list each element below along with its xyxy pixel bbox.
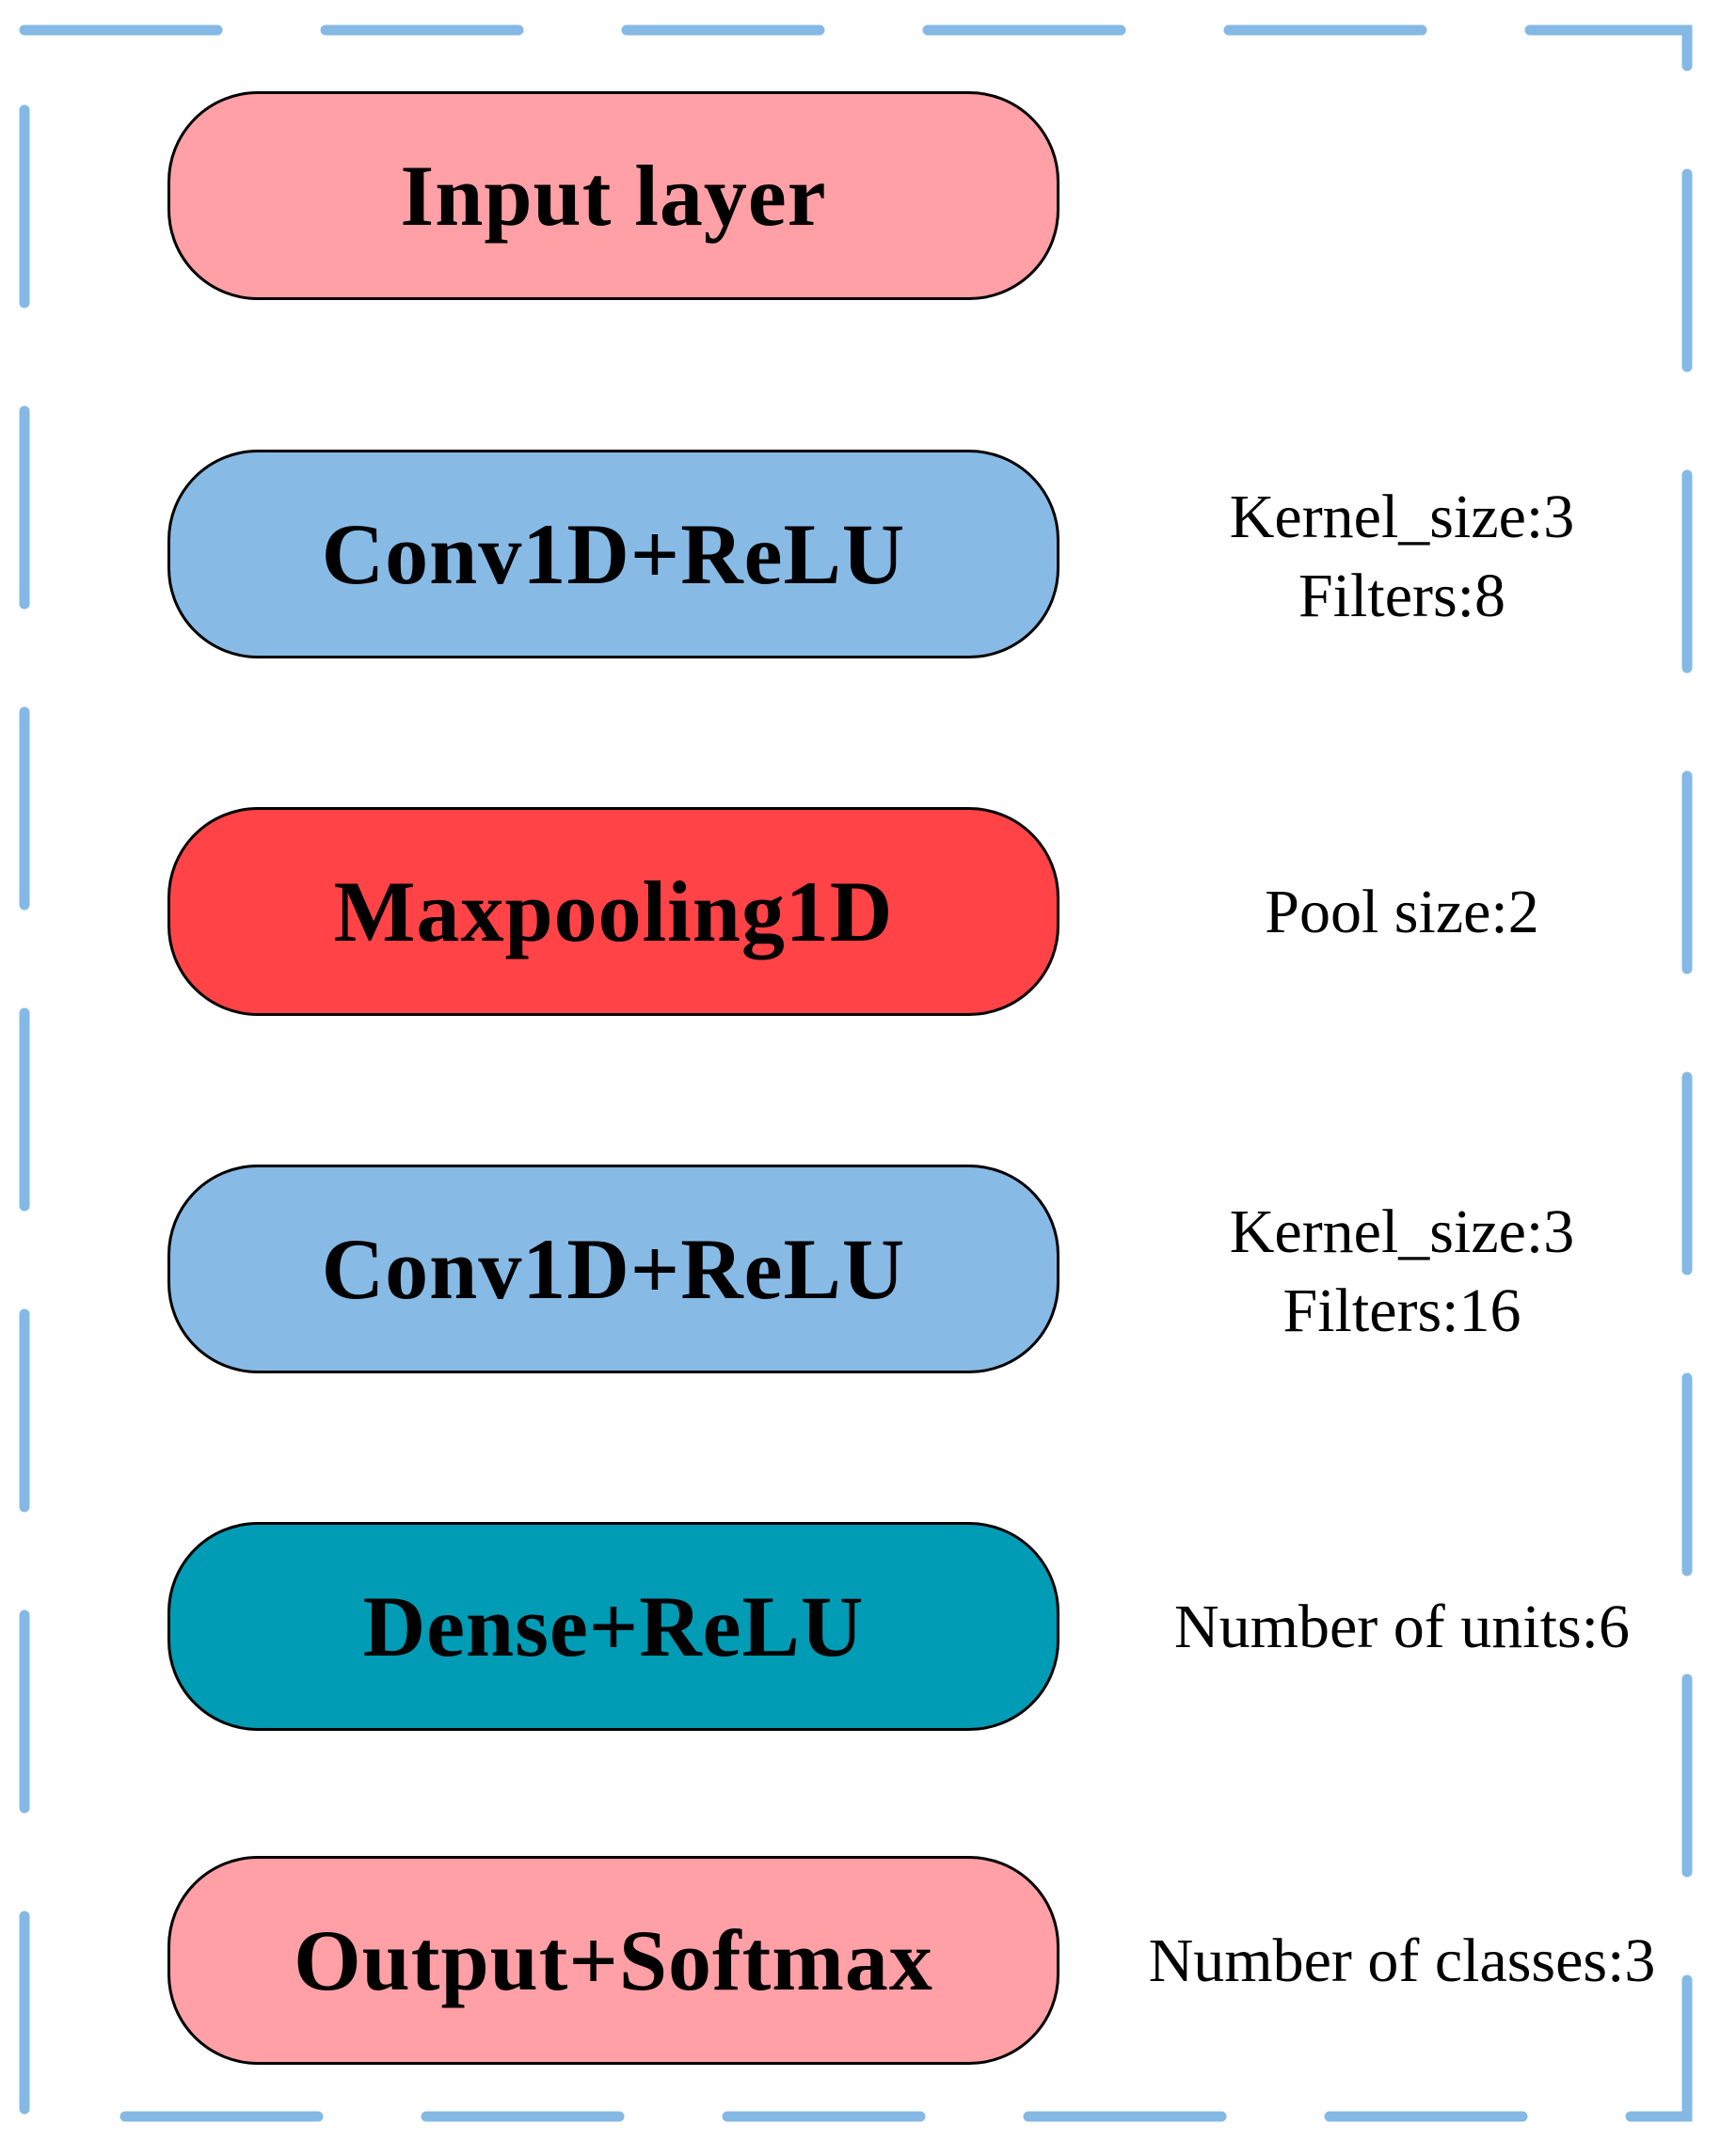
- conv1d-layer-1-label: Conv1D+ReLU: [321, 506, 906, 602]
- input-layer-box: Input layer: [167, 91, 1059, 300]
- output-number-of-classes: Number of classes:3: [1148, 1926, 1656, 1995]
- conv1d-layer-1-params: Kernel_size:3 Filters:8: [1073, 478, 1731, 636]
- dense-number-of-units: Number of units:6: [1174, 1593, 1630, 1661]
- dashed-frame-border: [19, 24, 1693, 2122]
- maxpooling-layer-box: Maxpooling1D: [167, 807, 1059, 1016]
- output-layer-box: Output+Softmax: [167, 1856, 1059, 2065]
- conv1d-layer-1-kernel-size: Kernel_size:3: [1229, 483, 1575, 551]
- conv1d-layer-2-box: Conv1D+ReLU: [167, 1165, 1059, 1373]
- conv1d-layer-1-filters: Filters:8: [1298, 562, 1505, 630]
- output-layer-params: Number of classes:3: [1073, 1922, 1731, 2001]
- maxpooling-pool-size: Pool size:2: [1265, 878, 1539, 946]
- conv1d-layer-2-kernel-size: Kernel_size:3: [1229, 1197, 1575, 1266]
- conv1d-layer-1-box: Conv1D+ReLU: [167, 450, 1059, 658]
- dense-layer-params: Number of units:6: [1073, 1588, 1731, 1667]
- maxpooling-layer-params: Pool size:2: [1073, 873, 1731, 952]
- output-layer-label: Output+Softmax: [294, 1912, 933, 2008]
- conv1d-layer-2-params: Kernel_size:3 Filters:16: [1073, 1193, 1731, 1351]
- dense-layer-box: Dense+ReLU: [167, 1522, 1059, 1731]
- input-layer-label: Input layer: [400, 148, 827, 244]
- conv1d-layer-2-label: Conv1D+ReLU: [321, 1221, 906, 1317]
- maxpooling-layer-label: Maxpooling1D: [333, 864, 894, 959]
- conv1d-layer-2-filters: Filters:16: [1282, 1276, 1521, 1345]
- dense-layer-label: Dense+ReLU: [362, 1578, 865, 1674]
